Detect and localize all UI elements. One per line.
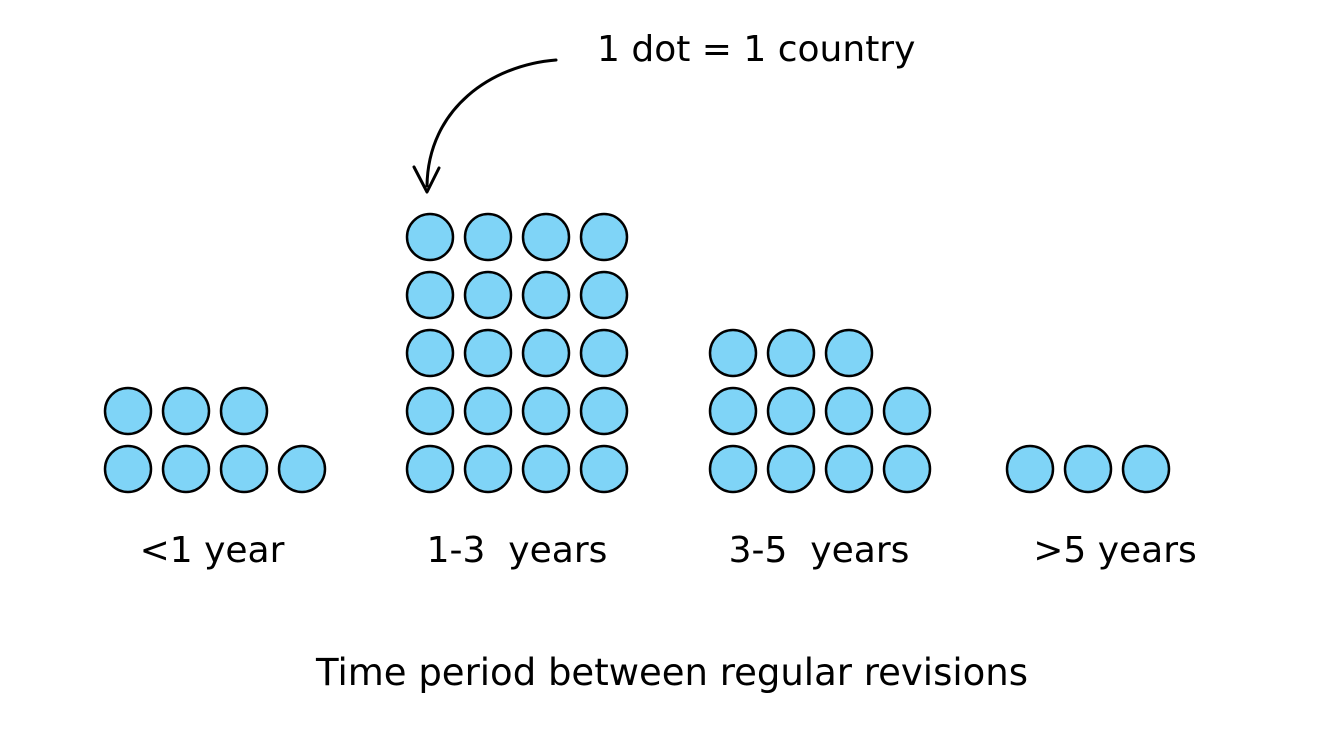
dot xyxy=(579,212,629,262)
dot xyxy=(521,328,571,378)
dot xyxy=(579,270,629,320)
dot xyxy=(766,328,816,378)
dot xyxy=(1063,444,1113,494)
dot xyxy=(708,386,758,436)
dot xyxy=(405,212,455,262)
dot xyxy=(463,444,513,494)
dot xyxy=(579,386,629,436)
dot xyxy=(405,386,455,436)
annotation-arrowhead-icon xyxy=(412,165,441,194)
dot xyxy=(463,386,513,436)
dot xyxy=(708,444,758,494)
unit-note-label: 1 dot = 1 country xyxy=(597,29,916,70)
dot xyxy=(579,444,629,494)
dot xyxy=(766,444,816,494)
dot xyxy=(766,386,816,436)
dot xyxy=(405,270,455,320)
dot xyxy=(882,444,932,494)
dot xyxy=(521,212,571,262)
dot xyxy=(463,212,513,262)
dot xyxy=(103,444,153,494)
category-label-3-5-years: 3-5 years xyxy=(728,530,910,571)
dot xyxy=(405,444,455,494)
dot xyxy=(161,386,211,436)
dot xyxy=(708,328,758,378)
dot xyxy=(824,328,874,378)
dot xyxy=(824,444,874,494)
dot xyxy=(579,328,629,378)
dot xyxy=(463,270,513,320)
dot xyxy=(161,444,211,494)
category-label-gt-5-years: >5 years xyxy=(1033,530,1197,571)
dot xyxy=(277,444,327,494)
category-label-lt-1-year: <1 year xyxy=(139,530,285,571)
dot xyxy=(521,444,571,494)
dot xyxy=(405,328,455,378)
dot-groups xyxy=(103,212,1171,494)
dot xyxy=(1121,444,1171,494)
annotation-arrow-icon xyxy=(425,58,558,188)
dot xyxy=(521,270,571,320)
dot xyxy=(824,386,874,436)
dot xyxy=(1005,444,1055,494)
dot xyxy=(219,444,269,494)
chart-title: Time period between regular revisions xyxy=(316,651,1028,694)
dot xyxy=(521,386,571,436)
dot xyxy=(882,386,932,436)
dot xyxy=(103,386,153,436)
category-label-1-3-years: 1-3 years xyxy=(426,530,608,571)
dot xyxy=(219,386,269,436)
dot xyxy=(463,328,513,378)
